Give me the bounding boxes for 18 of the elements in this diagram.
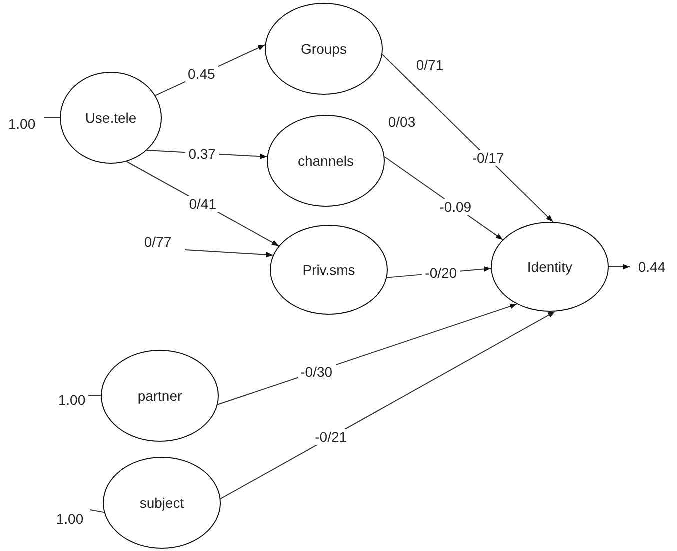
- variable-name: subject: [140, 495, 184, 511]
- variance-label: 0/71: [415, 57, 445, 73]
- variance-label: 0/03: [387, 114, 417, 130]
- path-arrow: [184, 250, 274, 258]
- coefficient-label: -0/20: [422, 265, 460, 281]
- coefficient-label: 0/41: [186, 196, 220, 212]
- coefficient-label: -0/30: [298, 364, 336, 380]
- variable-name: Groups: [301, 41, 347, 57]
- variable-name: Identity: [527, 259, 573, 275]
- variable-name: partner: [138, 388, 182, 404]
- variable-name: Priv.sms: [302, 262, 356, 278]
- variable-name: Use.tele: [85, 110, 137, 126]
- coefficient-label: 0.45: [185, 66, 218, 82]
- variable-name: channels: [298, 153, 354, 169]
- path-arrow: [382, 54, 554, 223]
- path-arrow: [608, 264, 630, 270]
- connector-line: [90, 510, 105, 514]
- path-arrow: [220, 311, 556, 500]
